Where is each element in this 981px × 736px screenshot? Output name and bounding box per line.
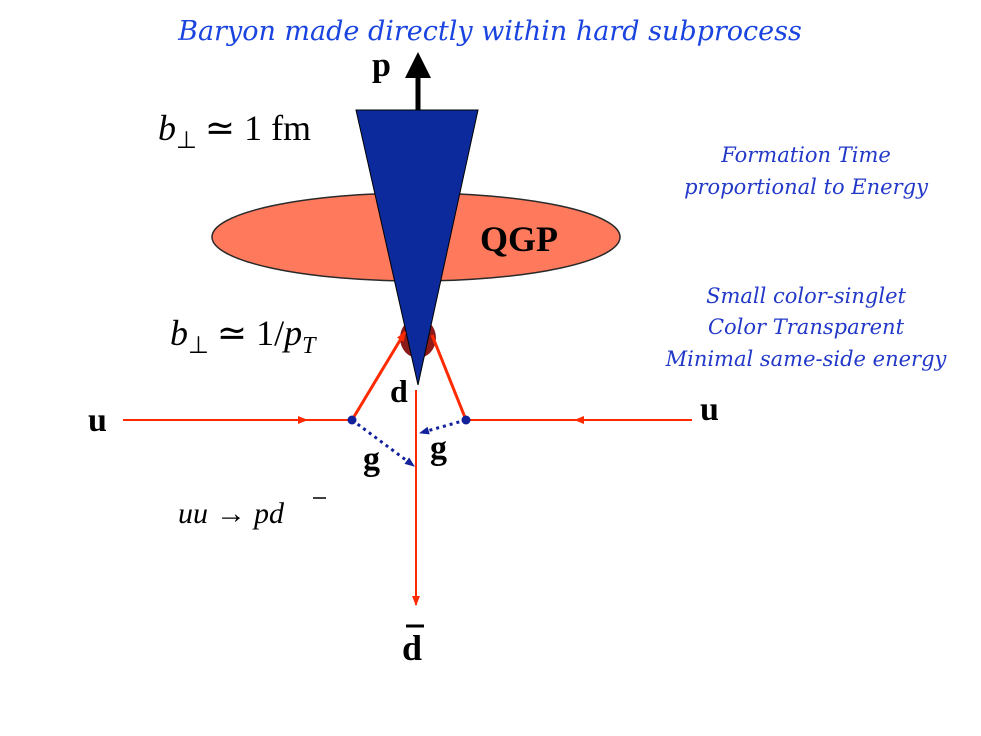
- singlet-note-line2: Color Transparent: [708, 315, 905, 339]
- proton-label: p: [372, 47, 391, 84]
- singlet-note-line1: Small color-singlet: [706, 284, 906, 308]
- dbar-label: d: [402, 628, 422, 668]
- qgp-label: QGP: [480, 219, 558, 259]
- gluon-left-line: [351, 418, 415, 468]
- u-right-label: u: [700, 391, 719, 428]
- quark-left-to-tip: [350, 331, 407, 421]
- diagram-title: Baryon made directly within hard subproc…: [177, 16, 802, 47]
- singlet-note-line3: Minimal same-side energy: [665, 347, 948, 371]
- formation-note-line2: proportional to Energy: [684, 175, 929, 199]
- bperp-fm-label: b⊥≃ 1 fm: [158, 108, 311, 154]
- vertex-left: [347, 415, 357, 425]
- gluon-left-label: g: [363, 441, 380, 478]
- gluon-right-label: g: [430, 430, 447, 467]
- proton-arrow-head: [405, 52, 431, 78]
- formation-note-line1: Formation Time: [720, 143, 891, 167]
- vertex-right: [461, 415, 471, 425]
- bperp-pt-label: b⊥≃ 1/pT: [170, 313, 317, 359]
- d-label: d: [390, 373, 408, 409]
- u-left-label: u: [88, 402, 107, 439]
- gluon-right-line: [419, 418, 467, 435]
- process-label: uu→pd: [178, 497, 285, 530]
- quark-right-to-tip: [430, 334, 468, 421]
